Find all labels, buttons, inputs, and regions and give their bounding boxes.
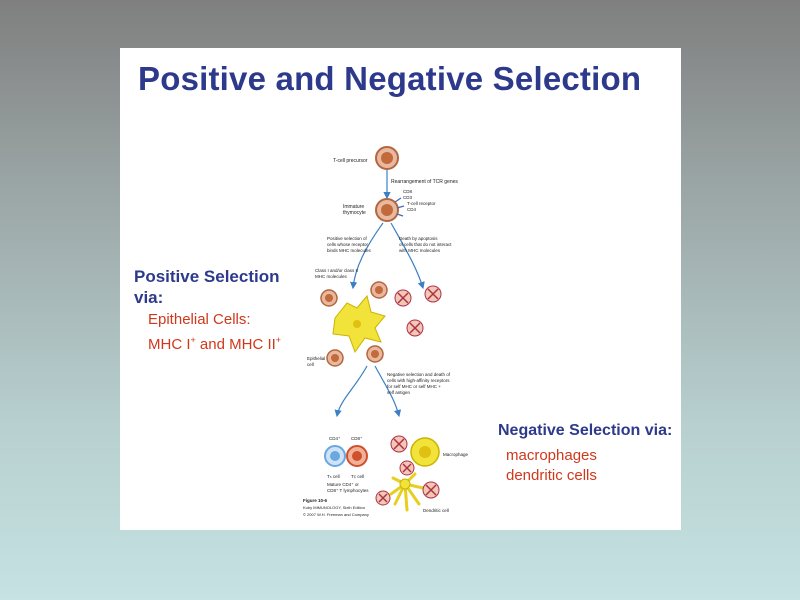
- slide-title: Positive and Negative Selection: [138, 60, 642, 97]
- label-cd4: CD4: [407, 207, 416, 212]
- negative-item-macrophages: macrophages: [506, 447, 597, 464]
- negative-item-dendritic: dendritic cells: [506, 467, 597, 484]
- bound-thymocyte-2: [370, 281, 388, 299]
- mhc-ii-sup: +: [275, 335, 282, 345]
- label-immature-2: thymocyte: [343, 210, 366, 216]
- mhc-ii-text: and MHC II: [195, 336, 276, 353]
- label-th: Tₕ cell: [327, 474, 340, 479]
- arrow-negative: [374, 365, 402, 418]
- label-tc: Tᴄ cell: [351, 474, 364, 479]
- label-pos-sel-2: cells whose receptor: [327, 242, 369, 247]
- slide: Positive and Negative Selection Positive…: [120, 48, 681, 530]
- apoptotic-cell-5: [399, 460, 415, 476]
- epithelial-cell: [332, 294, 386, 354]
- label-mhc-2: MHC molecules: [315, 274, 348, 279]
- macrophage: [410, 437, 440, 467]
- label-immature-1: Immature: [343, 204, 364, 210]
- label-negsel-2: cells with high-affinity receptors: [387, 378, 450, 383]
- apoptotic-cell-1: [394, 289, 412, 307]
- label-rearrangement: Rearrangement of TCR genes: [391, 179, 458, 185]
- positive-heading-line2: via:: [134, 288, 164, 307]
- label-death-2: of cells that do not interact: [399, 242, 452, 247]
- negative-selection-heading: Negative Selection via:: [498, 422, 673, 439]
- label-cd3: CD3: [403, 195, 412, 200]
- label-cd8plus: CD8⁺: [351, 436, 363, 441]
- cd8-t-cell: [346, 445, 368, 467]
- apoptotic-cell-3: [406, 319, 424, 337]
- label-cd4plus: CD4⁺: [329, 436, 341, 441]
- caption-copyright: © 2007 W.H. Freeman and Company: [303, 512, 369, 517]
- label-death-3: with MHC molecules: [399, 248, 441, 253]
- label-epithelial-1: Epithelial: [307, 356, 325, 361]
- label-death-1: Death by apoptosis: [399, 236, 438, 241]
- arrow-death: [390, 222, 425, 290]
- mhc-label: MHC I+ and MHC II+: [148, 330, 308, 355]
- label-precursor: T-cell precursor: [333, 158, 368, 164]
- mhc-i-sup: +: [190, 335, 196, 345]
- label-mature-2: CD8⁺ T lymphocytes: [327, 488, 369, 493]
- label-pos-sel-3: binds MHC molecules: [327, 248, 372, 253]
- label-pos-sel-1: Positive selection of: [327, 236, 368, 241]
- label-dendritic: Dendritic cell: [423, 508, 449, 513]
- label-tcr: T-cell receptor: [407, 201, 436, 206]
- immature-thymocyte: [375, 197, 405, 222]
- positive-selection-heading: Positive Selection via:: [134, 266, 294, 308]
- caption-figure: Figure 10-6: [303, 498, 328, 503]
- label-cd8: CD8: [403, 189, 412, 194]
- negative-selection-body: macrophages dendritic cells: [506, 446, 676, 486]
- t-cell-precursor: [375, 146, 399, 170]
- dendritic-cell: [389, 472, 425, 512]
- apoptotic-cell-4: [390, 435, 408, 453]
- label-mhc-1: Class I and/or class II: [315, 268, 358, 273]
- selection-figure: T-cell precursor Rearrangement of TCR ge…: [303, 146, 469, 517]
- bound-thymocyte-3: [326, 349, 344, 367]
- positive-selection-body: Epithelial Cells: MHC I+ and MHC II+: [148, 310, 308, 355]
- epithelial-cells-label: Epithelial Cells:: [148, 311, 251, 328]
- label-negsel-1: Negative selection and death of: [387, 372, 451, 377]
- bound-thymocyte-1: [320, 289, 338, 307]
- apoptotic-cell-2: [424, 285, 442, 303]
- apoptotic-cell-6: [422, 481, 440, 499]
- label-epithelial-2: cell: [307, 362, 314, 367]
- positive-heading-line1: Positive Selection: [134, 267, 280, 286]
- bound-thymocyte-4: [366, 345, 384, 363]
- arrow-positive: [350, 222, 384, 290]
- caption-book: Kuby IMMUNOLOGY, Sixth Edition: [303, 505, 365, 510]
- label-negsel-4: self antigen: [387, 390, 411, 395]
- mhc-i-text: MHC I: [148, 336, 191, 353]
- arrow-mature: [334, 365, 368, 418]
- label-mature-1: Mature CD4⁺ or: [327, 482, 359, 487]
- label-macrophage: Macrophage: [443, 452, 469, 457]
- apoptotic-cell-7: [375, 490, 391, 506]
- cd4-t-cell: [324, 445, 346, 467]
- label-negsel-3: for self MHC or self MHC +: [387, 384, 441, 389]
